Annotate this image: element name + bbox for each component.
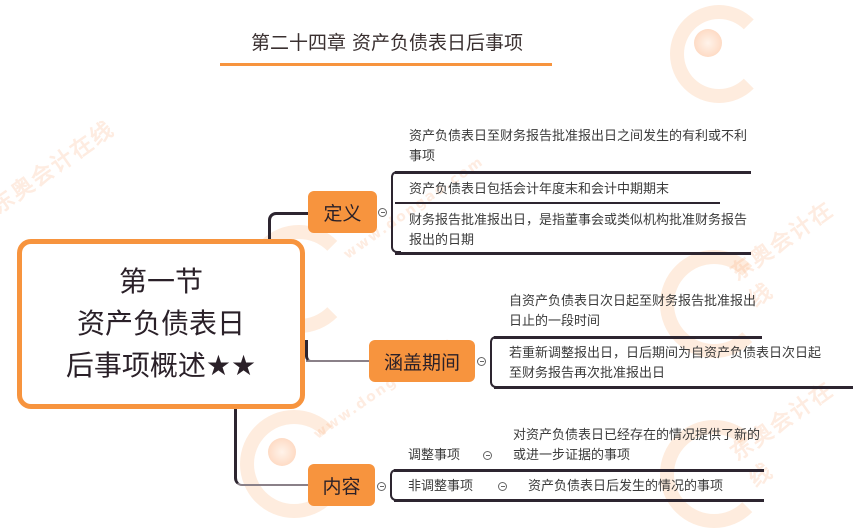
divider (494, 386, 853, 389)
leaf-nonadjusting-label: 非调整事项 (408, 479, 474, 494)
title-underline (220, 63, 552, 66)
root-line-2: 资产负债表日 (76, 307, 245, 340)
collapse-icon[interactable] (377, 482, 386, 491)
collapse-icon[interactable] (483, 451, 492, 460)
collapse-icon[interactable] (498, 482, 507, 491)
leaf-adjusting-detail: 对资产负债表日已经存在的情况提供了新的或进一步证据的事项 (513, 428, 761, 463)
connector-top (268, 212, 308, 242)
root-line-1: 第一节 (118, 265, 203, 298)
branch-period[interactable]: 涵盖期间 (369, 340, 475, 382)
leaf-period-1: 自资产负债表日次日起至财务报告批准报出日止的一段时间 (509, 294, 757, 329)
root-line-3: 后事项概述★★ (65, 349, 257, 382)
leaf-definition-2: 资产负债表日包括会计年度末和会计中期期末 (409, 182, 670, 197)
connector-mid-vert (305, 340, 311, 362)
branch-content[interactable]: 内容 (308, 464, 375, 506)
root-node[interactable]: 第一节 资产负债表日 后事项概述★★ (17, 239, 305, 409)
divider (395, 202, 720, 204)
leaf-nonadjusting-detail: 资产负债表日后发生的情况的事项 (528, 479, 724, 494)
divider (494, 336, 762, 339)
divider (395, 252, 751, 255)
leaf-period-2: 若重新调整报出日，日后期间为自资产负债表日次日起至财务报告再次批准报出日 (509, 346, 822, 381)
bracket-period (490, 336, 500, 388)
chapter-title: 第二十四章 资产负债表日后事项 (250, 32, 524, 54)
divider (394, 499, 764, 502)
collapse-icon[interactable] (378, 208, 387, 217)
leaf-adjusting-label: 调整事项 (408, 448, 461, 463)
watermark-logo-dot (694, 29, 722, 57)
watermark-logo (670, 5, 768, 103)
divider (394, 469, 764, 472)
divider (395, 171, 751, 174)
bracket-content (390, 469, 400, 501)
watermark-text: 东奥会计在线 (0, 116, 120, 220)
bracket-definition (391, 171, 401, 253)
connector-bottom (234, 408, 308, 486)
branch-definition[interactable]: 定义 (308, 191, 377, 233)
leaf-definition-1: 资产负债表日至财务报告批准报出日之间发生的有利或不利事项 (409, 129, 748, 164)
leaf-definition-3: 财务报告批准报出日，是指董事会或类似机构批准财务报告报出的日期 (409, 213, 748, 248)
collapse-icon[interactable] (477, 357, 486, 366)
connector-mid (306, 360, 370, 362)
